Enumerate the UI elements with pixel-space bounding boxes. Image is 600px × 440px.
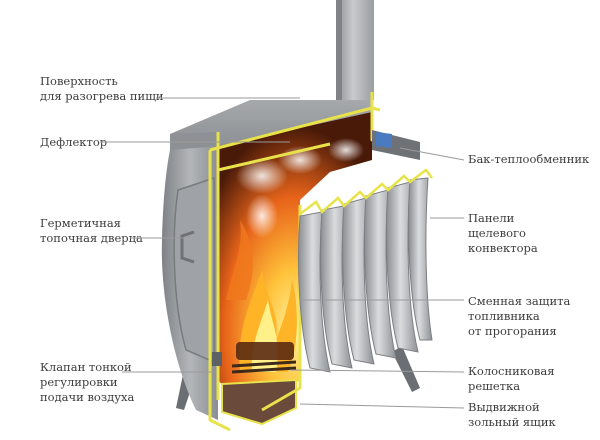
ash-drawer xyxy=(221,378,297,426)
label-line: от прогорания xyxy=(468,324,557,338)
label-ash-drawer: Выдвижной зольный ящик xyxy=(468,400,556,430)
label-line: Клапан тонкой xyxy=(40,360,132,374)
label-line: конвектора xyxy=(468,241,538,255)
label-air-valve: Клапан тонкой регулировки подачи воздуха xyxy=(40,360,134,405)
label-line: Поверхность xyxy=(40,74,118,88)
door-handle xyxy=(180,230,195,264)
label-line: топочная дверца xyxy=(40,231,143,245)
coals xyxy=(236,342,294,360)
label-line: топливника xyxy=(468,309,540,323)
label-line: зольный ящик xyxy=(468,415,556,429)
grate-bars xyxy=(231,360,297,374)
label-line: Выдвижной xyxy=(468,400,540,414)
smoke xyxy=(328,138,364,162)
leader-heat-exchanger-tank xyxy=(399,147,465,161)
label-line: решетка xyxy=(468,379,521,393)
flame xyxy=(226,220,253,300)
leader-grate xyxy=(289,369,465,373)
convector-fins xyxy=(297,168,433,373)
label-convector-panels: Панели щелевого конвектора xyxy=(468,211,538,256)
air-valve xyxy=(212,352,222,366)
label-firebox-protection: Сменная защита топливника от прогорания xyxy=(468,294,570,339)
leader-lines xyxy=(100,97,465,409)
stove-body xyxy=(161,100,372,420)
leader-ash-drawer xyxy=(299,403,465,409)
label-sealed-door: Герметичная топочная дверца xyxy=(40,216,143,246)
label-line: Бак-теплообменник xyxy=(468,152,590,166)
chimney xyxy=(336,0,374,100)
smoke xyxy=(246,194,278,238)
label-heat-exchanger-tank: Бак-теплообменник xyxy=(468,152,589,167)
label-line: щелевого xyxy=(468,226,526,240)
label-line: подачи воздуха xyxy=(40,390,135,404)
label-line: Дефлектор xyxy=(40,135,108,149)
label-grate: Колосниковая решетка xyxy=(468,364,555,394)
convector-top-outline xyxy=(299,168,433,215)
label-line: Герметичная xyxy=(40,216,121,230)
label-line: для разогрева пищи xyxy=(40,89,164,103)
label-line: Панели xyxy=(468,211,515,225)
smoke xyxy=(236,158,288,194)
deflector xyxy=(217,142,331,172)
label-cooking-surface: Поверхность для разогрева пищи xyxy=(40,74,164,104)
label-line: регулировки xyxy=(40,375,118,389)
label-line: Сменная защита xyxy=(468,294,571,308)
heat-exchanger-tank xyxy=(372,130,420,160)
firebox-interior xyxy=(218,112,372,426)
label-deflector: Дефлектор xyxy=(40,135,107,150)
cutaway-outline xyxy=(208,92,389,432)
label-line: Колосниковая xyxy=(468,364,555,378)
